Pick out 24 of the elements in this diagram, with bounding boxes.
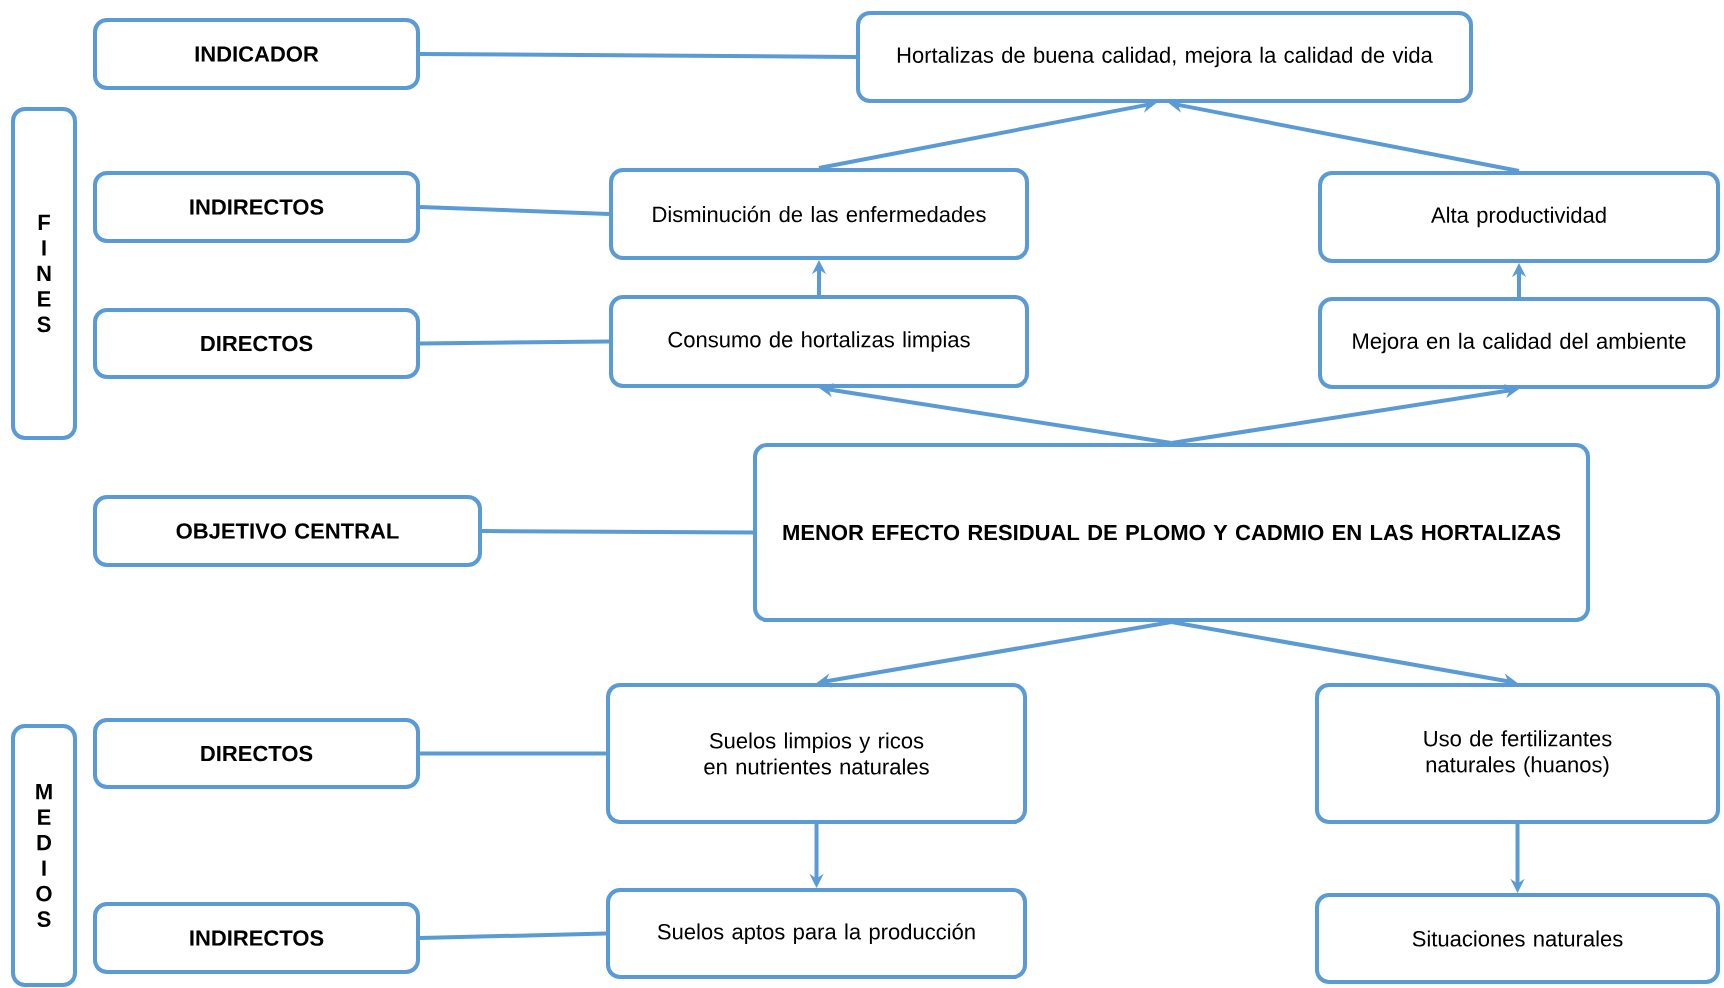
connector-line — [420, 339, 610, 346]
objective-box: MENOR EFECTO RESIDUAL DE PLOMO Y CADMIO EN LAS HORTALIZAS — [753, 443, 1590, 622]
category-box: INDIRECTOS — [93, 902, 420, 974]
connector-line — [420, 751, 606, 756]
end-box: Consumo de hortalizas limpias — [609, 295, 1029, 388]
category-box: DIRECTOS — [93, 718, 420, 789]
connector-line — [482, 529, 754, 535]
end-box: Disminución de las enfermedades — [609, 168, 1029, 260]
category-box: OBJETIVO CENTRAL — [93, 495, 482, 567]
category-box: DIRECTOS — [93, 308, 420, 379]
means-box: Situaciones naturales — [1315, 893, 1720, 984]
means-box: Suelos aptos para la producción — [606, 888, 1027, 979]
category-box: INDIRECTOS — [93, 171, 420, 243]
connector-line — [419, 205, 610, 216]
side-band: F I N E S — [11, 107, 77, 440]
side-band: M E D I O S — [11, 724, 77, 987]
connector-line — [419, 931, 607, 940]
end-box: Mejora en la calidad del ambiente — [1318, 297, 1720, 389]
end-box: Alta productividad — [1318, 171, 1720, 263]
connector-line — [420, 52, 857, 59]
goal-box: Hortalizas de buena calidad, mejora la calidad de vida — [856, 11, 1473, 103]
means-box: Suelos limpios y ricos en nutrientes naturales — [606, 683, 1027, 824]
category-box: INDICADOR — [93, 18, 420, 90]
means-box: Uso de fertilizantes naturales (huanos) — [1315, 683, 1720, 824]
